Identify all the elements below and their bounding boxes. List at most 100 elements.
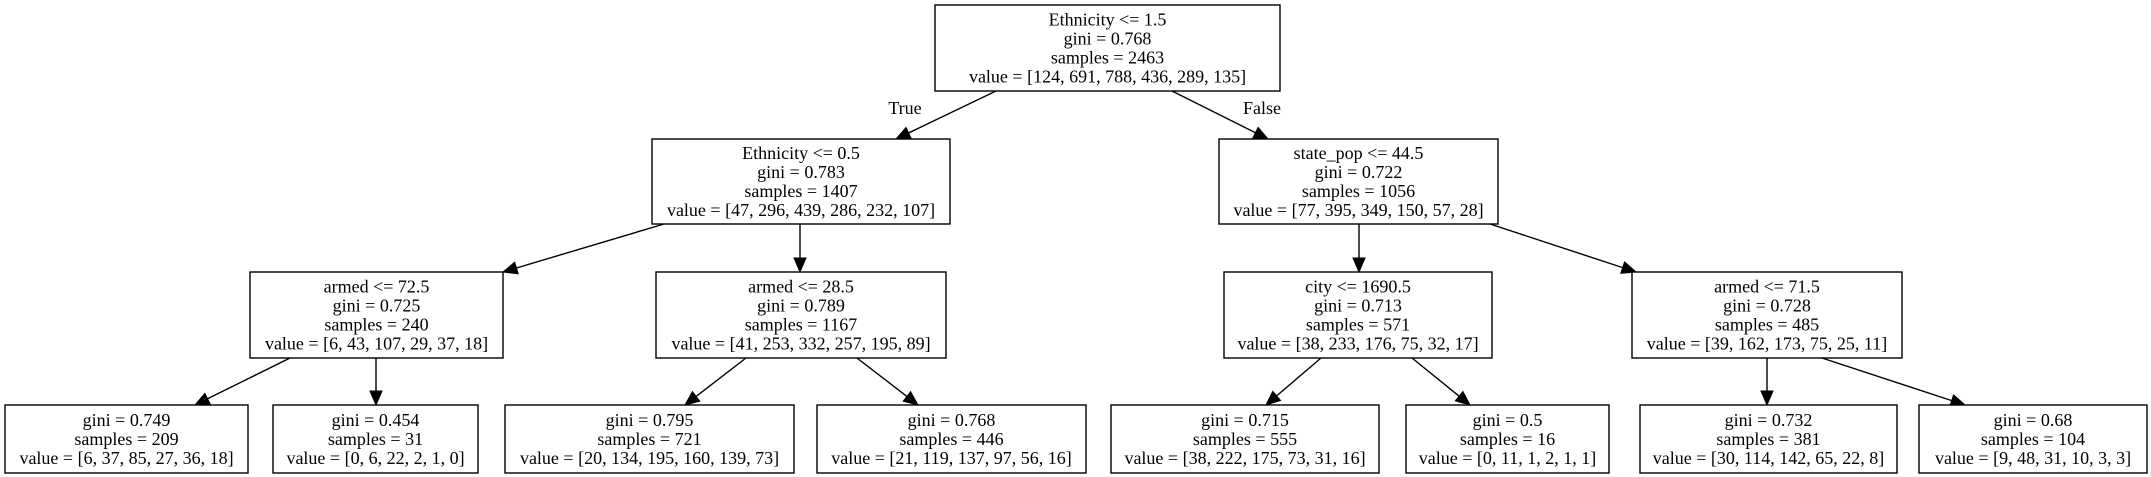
node-text-line: samples = 1056: [1302, 181, 1415, 201]
arrow-head: [1620, 261, 1638, 274]
node-text-line: value = [30, 114, 142, 65, 22, 8]: [1653, 448, 1884, 468]
edge-line: [908, 90, 997, 134]
arrow-head: [793, 257, 807, 274]
node-text-line: gini = 0.715: [1201, 410, 1289, 430]
node-text-line: value = [6, 37, 85, 27, 36, 18]: [19, 448, 233, 468]
node-text-line: armed <= 72.5: [324, 277, 430, 297]
edge-line: [516, 223, 665, 269]
edge-line: [1276, 357, 1322, 397]
node-box: [1223, 271, 1493, 359]
arrow-head: [1352, 257, 1366, 274]
edge-line: [1171, 90, 1256, 134]
node-text-line: samples = 571: [1306, 315, 1410, 335]
node-text-line: samples = 16: [1460, 429, 1555, 449]
arrow-head: [894, 126, 912, 140]
node-box: [1631, 271, 1903, 359]
node-text-line: Ethnicity <= 1.5: [1049, 10, 1167, 30]
edge-line: [695, 357, 747, 398]
node-text-line: gini = 0.783: [757, 162, 845, 182]
node-text-line: samples = 104: [1981, 429, 2085, 449]
edge-n0-n1: True: [888, 90, 997, 140]
node-text-line: value = [21, 119, 137, 97, 56, 16]: [831, 448, 1071, 468]
node-text-line: gini = 0.732: [1725, 410, 1813, 430]
arrow-head: [1760, 390, 1774, 407]
node-box: [1405, 404, 1610, 474]
node-text-line: samples = 31: [328, 429, 423, 449]
node-text-line: gini = 0.749: [83, 410, 171, 430]
edge-n2-n5: [1352, 224, 1366, 274]
node-text-line: value = [41, 253, 332, 257, 195, 89]: [671, 334, 930, 354]
node-text-line: gini = 0.713: [1314, 296, 1402, 316]
node-text-line: value = [0, 11, 1, 2, 1, 1]: [1419, 448, 1596, 468]
arrow-head: [683, 390, 701, 406]
node-text-line: samples = 555: [1193, 429, 1297, 449]
node-text-line: gini = 0.728: [1723, 296, 1811, 316]
arrow-head: [193, 392, 211, 406]
node-box: [249, 271, 504, 359]
node-text-line: samples = 381: [1716, 429, 1820, 449]
node-text-line: value = [47, 296, 439, 286, 232, 107]: [667, 200, 935, 220]
edge-n1-n3: [501, 223, 665, 275]
edge-n1-n4: [793, 224, 807, 274]
node-box: [651, 138, 951, 225]
edge-n0-n2: False: [1171, 90, 1281, 140]
node-text-line: value = [38, 222, 175, 73, 31, 16]: [1124, 448, 1365, 468]
node-text-line: city <= 1690.5: [1305, 277, 1411, 297]
node-text-line: samples = 485: [1715, 315, 1819, 335]
node-box: [1218, 138, 1499, 225]
node-text-line: value = [77, 395, 349, 150, 57, 28]: [1233, 200, 1483, 220]
node-box: [934, 4, 1281, 92]
node-text-line: gini = 0.68: [1994, 410, 2073, 430]
node-text-line: samples = 240: [324, 315, 428, 335]
edge-label: True: [888, 98, 921, 118]
edge-n4-n10: [856, 357, 920, 406]
edge-n6-n14: [1821, 357, 1967, 407]
edge-line: [1821, 357, 1952, 402]
node-text-line: value = [124, 691, 788, 436, 289, 135]: [969, 67, 1246, 87]
node-text-line: Ethnicity <= 0.5: [742, 143, 860, 163]
edge-line: [1489, 223, 1623, 269]
node-text-line: value = [38, 233, 176, 75, 32, 17]: [1237, 334, 1478, 354]
node-text-line: samples = 2463: [1051, 48, 1164, 68]
edge-n5-n12: [1411, 357, 1471, 406]
node-text-line: value = [39, 162, 173, 75, 25, 11]: [1647, 334, 1887, 354]
node-box: [816, 404, 1087, 474]
node-text-line: samples = 1167: [745, 315, 857, 335]
node-box: [4, 404, 249, 474]
node-text-line: samples = 209: [74, 429, 178, 449]
node-text-line: gini = 0.5: [1473, 410, 1543, 430]
node-box: [272, 404, 479, 474]
edge-line: [207, 357, 291, 400]
edge-line: [856, 357, 908, 398]
node-text-line: samples = 1407: [744, 181, 857, 201]
arrow-head: [1252, 126, 1270, 140]
node-text-line: gini = 0.454: [332, 410, 420, 430]
tree-edges: True False: [193, 90, 1967, 407]
node-text-line: state_pop <= 44.5: [1294, 143, 1424, 163]
node-text-line: armed <= 71.5: [1714, 277, 1820, 297]
arrow-head: [902, 390, 920, 406]
node-text-line: gini = 0.789: [757, 296, 845, 316]
edge-label: False: [1243, 98, 1281, 118]
node-text-line: gini = 0.722: [1315, 162, 1403, 182]
node-box: [1110, 404, 1380, 474]
node-text-line: value = [9, 48, 31, 10, 3, 3]: [1935, 448, 2131, 468]
arrow-head: [501, 261, 519, 275]
node-text-line: gini = 0.795: [606, 410, 694, 430]
node-text-line: value = [6, 43, 107, 29, 37, 18]: [265, 334, 488, 354]
